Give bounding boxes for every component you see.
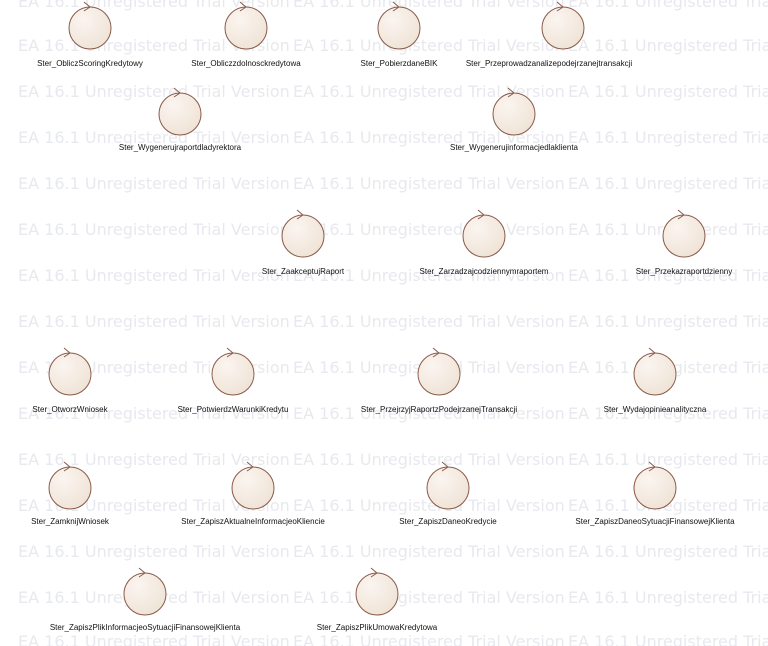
control-element[interactable]: [416, 347, 462, 397]
control-label: Ster_ObliczScoringKredytowy: [37, 59, 143, 68]
watermark-text: EA 16.1 Unregistered Trial Version: [568, 0, 768, 11]
watermark-text: EA 16.1 Unregistered Trial Version: [18, 220, 290, 239]
control-element[interactable]: [376, 1, 422, 51]
control-label: Ster_Wygenerujraportdladyrektora: [118, 143, 242, 152]
control-element[interactable]: [354, 567, 400, 617]
control-element[interactable]: [223, 1, 269, 51]
watermark-text: EA 16.1 Unregistered Trial Version: [293, 36, 565, 55]
watermark-text: EA 16.1 Unregistered Trial Version: [293, 404, 565, 423]
control-icon: [48, 461, 92, 510]
watermark-text: EA 16.1 Unregistered Trial Version: [568, 588, 768, 607]
control-label: Ster_Przeprowadzanalizepodejrzanejtransa…: [465, 59, 633, 68]
control-icon: [662, 209, 706, 258]
control-icon: [633, 461, 677, 510]
watermark-text: EA 16.1 Unregistered Trial Version: [293, 266, 565, 285]
control-icon: [355, 567, 399, 616]
watermark-text: EA 16.1 Unregistered Trial Version: [568, 312, 768, 331]
control-element[interactable]: [425, 461, 471, 511]
control-icon: [123, 567, 167, 616]
control-label: Ster_Obliczzdolnosckredytowa: [191, 59, 301, 68]
control-label: Ster_PotwierdzWarunkiKredytu: [177, 405, 289, 414]
control-icon: [492, 87, 536, 136]
watermark-text: EA 16.1 Unregistered Trial Version: [18, 174, 290, 193]
control-icon: [158, 87, 202, 136]
watermark-text: EA 16.1 Unregistered Trial Version: [18, 266, 290, 285]
watermark-text: EA 16.1 Unregistered Trial Version: [18, 128, 290, 147]
control-label: Ster_Zarzadzajcodziennymraportem: [419, 267, 549, 276]
watermark-text: EA 16.1 Unregistered Trial Version: [293, 632, 565, 646]
watermark-text: EA 16.1 Unregistered Trial Version: [18, 632, 290, 646]
control-label: Ster_ZapiszPlikInformacjeoSytuacjiFinans…: [49, 623, 241, 632]
watermark-text: EA 16.1 Unregistered Trial Version: [293, 588, 565, 607]
control-element[interactable]: [157, 87, 203, 137]
control-icon: [68, 1, 112, 50]
control-element[interactable]: [230, 461, 276, 511]
control-element[interactable]: [47, 347, 93, 397]
watermark-text: EA 16.1 Unregistered Trial Version: [18, 542, 290, 561]
control-label: Ster_ZaakceptujRaport: [261, 267, 345, 276]
watermark-text: EA 16.1 Unregistered Trial Version: [18, 0, 290, 11]
watermark-text: EA 16.1 Unregistered Trial Version: [568, 450, 768, 469]
watermark-text: EA 16.1 Unregistered Trial Version: [568, 496, 768, 515]
watermark-text: EA 16.1 Unregistered Trial Version: [293, 450, 565, 469]
control-element[interactable]: [661, 209, 707, 259]
watermark-text: EA 16.1 Unregistered Trial Version: [293, 312, 565, 331]
watermark-text: EA 16.1 Unregistered Trial Version: [568, 266, 768, 285]
watermark-text: EA 16.1 Unregistered Trial Version: [568, 174, 768, 193]
control-icon: [224, 1, 268, 50]
control-icon: [541, 1, 585, 50]
control-label: Ster_ZamknijWniosek: [31, 517, 109, 526]
watermark-text: EA 16.1 Unregistered Trial Version: [568, 82, 768, 101]
watermark-text: EA 16.1 Unregistered Trial Version: [568, 542, 768, 561]
watermark-text: EA 16.1 Unregistered Trial Version: [18, 82, 290, 101]
control-icon: [426, 461, 470, 510]
control-element[interactable]: [540, 1, 586, 51]
control-element[interactable]: [280, 209, 326, 259]
control-label: Ster_PrzejrzyjRaportzPodejrzanejTransakc…: [360, 405, 518, 414]
control-element[interactable]: [47, 461, 93, 511]
watermark-text: EA 16.1 Unregistered Trial Version: [293, 174, 565, 193]
watermark-text: EA 16.1 Unregistered Trial Version: [293, 128, 565, 147]
watermark-text: EA 16.1 Unregistered Trial Version: [293, 220, 565, 239]
control-icon: [231, 461, 275, 510]
control-element[interactable]: [67, 1, 113, 51]
control-element[interactable]: [210, 347, 256, 397]
control-label: Ster_OtworzWniosek: [32, 405, 108, 414]
control-element[interactable]: [632, 461, 678, 511]
control-label: Ster_ZapiszAktualneInformacjeoKliencie: [181, 517, 325, 526]
watermark-text: EA 16.1 Unregistered Trial Version: [293, 0, 565, 11]
watermark-text: EA 16.1 Unregistered Trial Version: [18, 450, 290, 469]
control-label: Ster_Wydajopinieanalityczna: [603, 405, 707, 414]
control-icon: [633, 347, 677, 396]
control-icon: [377, 1, 421, 50]
control-icon: [48, 347, 92, 396]
control-element[interactable]: [122, 567, 168, 617]
watermark-text: EA 16.1 Unregistered Trial Version: [293, 496, 565, 515]
control-icon: [281, 209, 325, 258]
control-label: Ster_ZapiszDaneoKredycie: [399, 517, 497, 526]
watermark-text: EA 16.1 Unregistered Trial Version: [568, 128, 768, 147]
watermark-text: EA 16.1 Unregistered Trial Version: [568, 404, 768, 423]
watermark-text: EA 16.1 Unregistered Trial Version: [568, 632, 768, 646]
control-label: Ster_Przekazraportdzienny: [635, 267, 733, 276]
control-element[interactable]: [491, 87, 537, 137]
control-label: Ster_Wygenerujinformacjedlaklienta: [450, 143, 578, 152]
watermark-text: EA 16.1 Unregistered Trial Version: [18, 312, 290, 331]
control-element[interactable]: [632, 347, 678, 397]
watermark-text: EA 16.1 Unregistered Trial Version: [18, 404, 290, 423]
watermark-text: EA 16.1 Unregistered Trial Version: [568, 36, 768, 55]
watermark-text: EA 16.1 Unregistered Trial Version: [293, 542, 565, 561]
control-icon: [462, 209, 506, 258]
control-element[interactable]: [461, 209, 507, 259]
watermark-text: EA 16.1 Unregistered Trial Version: [293, 82, 565, 101]
control-label: Ster_ZapiszPlikUmowaKredytowa: [316, 623, 438, 632]
control-label: Ster_ZapiszDaneoSytuacjiFinansowejKlient…: [575, 517, 735, 526]
control-icon: [211, 347, 255, 396]
control-label: Ster_PobierzdaneBIK: [360, 59, 438, 68]
control-icon: [417, 347, 461, 396]
